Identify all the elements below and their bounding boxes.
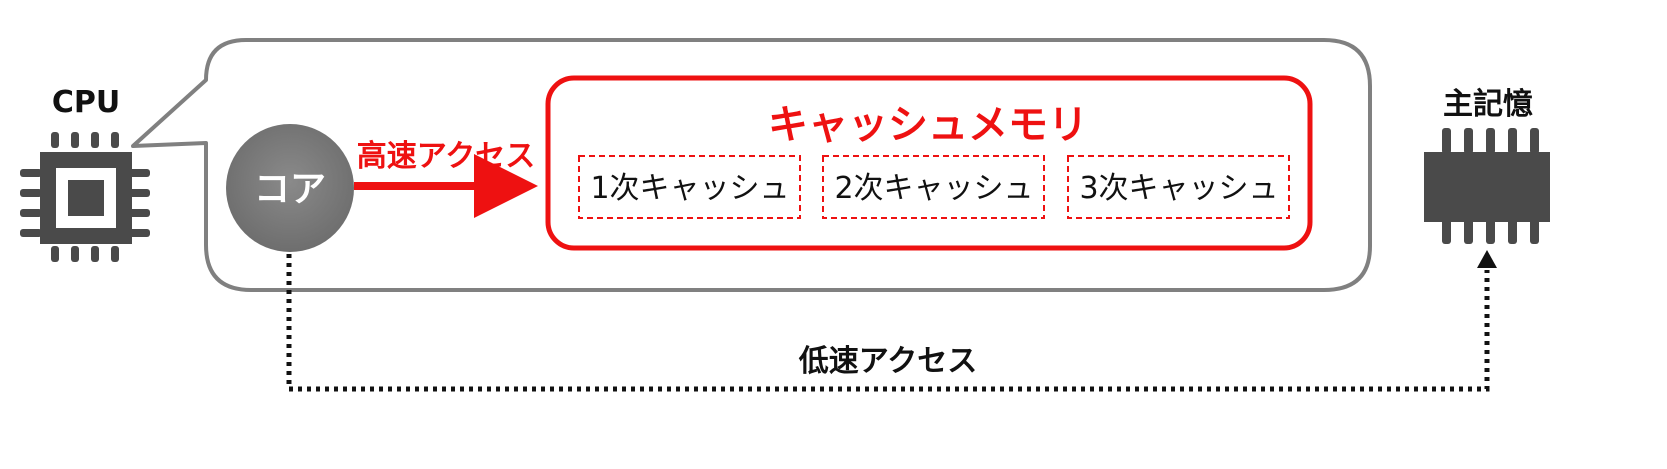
cpu-chip-icon: [20, 132, 150, 262]
slow-access-label: 低速アクセス: [798, 344, 978, 379]
cache-level-3-box: [1067, 155, 1290, 219]
cache-level-2-label: 2次キャッシュ: [834, 171, 1033, 206]
core-label: コア: [254, 169, 326, 210]
cache-level-3-label: 3次キャッシュ: [1079, 171, 1278, 206]
main-memory-label: 主記憶: [1443, 87, 1533, 122]
memory-chip-icon: [1424, 128, 1550, 244]
cpu-label: CPU: [52, 85, 120, 120]
fast-access-label: 高速アクセス: [357, 139, 536, 174]
cache-memory-title: キャッシュメモリ: [768, 102, 1088, 148]
slow-access-arrowhead: [1477, 250, 1497, 268]
cache-level-2-box: [822, 155, 1045, 219]
core-circle: [226, 124, 354, 252]
cache-level-1-label: 1次キャッシュ: [590, 171, 789, 206]
cache-level-1-box: [578, 155, 801, 219]
